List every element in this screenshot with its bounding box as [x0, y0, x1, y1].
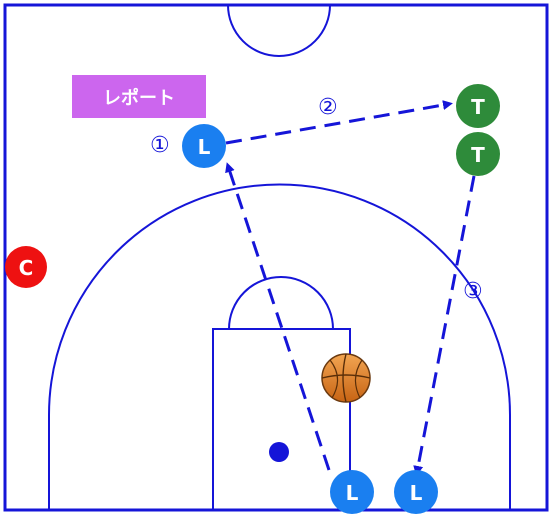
player-letter: L	[198, 135, 211, 159]
report-label: レポート	[72, 75, 206, 118]
three-point-line	[48, 183, 511, 510]
pass-arrow-1	[225, 162, 331, 471]
player-l-top[interactable]: L	[182, 124, 226, 168]
player-l-bottom-right[interactable]: L	[394, 470, 438, 514]
player-c[interactable]: C	[5, 246, 47, 288]
player-letter: T	[471, 143, 485, 167]
free-throw-circle	[228, 276, 334, 330]
player-letter: T	[471, 95, 485, 119]
basketball-icon	[321, 353, 371, 403]
pass-arrow-2	[225, 100, 453, 145]
step-label-1: ①	[150, 133, 170, 158]
basket-dot	[269, 442, 289, 462]
paint-key	[212, 328, 351, 511]
player-letter: C	[19, 256, 34, 280]
player-letter: L	[410, 481, 423, 505]
player-t-1[interactable]: T	[456, 84, 500, 128]
step-label-2: ②	[318, 95, 338, 120]
center-circle	[227, 4, 331, 57]
player-letter: L	[346, 481, 359, 505]
player-t-2[interactable]: T	[456, 132, 500, 176]
pass-arrow-3	[413, 175, 476, 476]
step-label-3: ③	[463, 279, 483, 304]
player-l-bottom-left[interactable]: L	[330, 470, 374, 514]
